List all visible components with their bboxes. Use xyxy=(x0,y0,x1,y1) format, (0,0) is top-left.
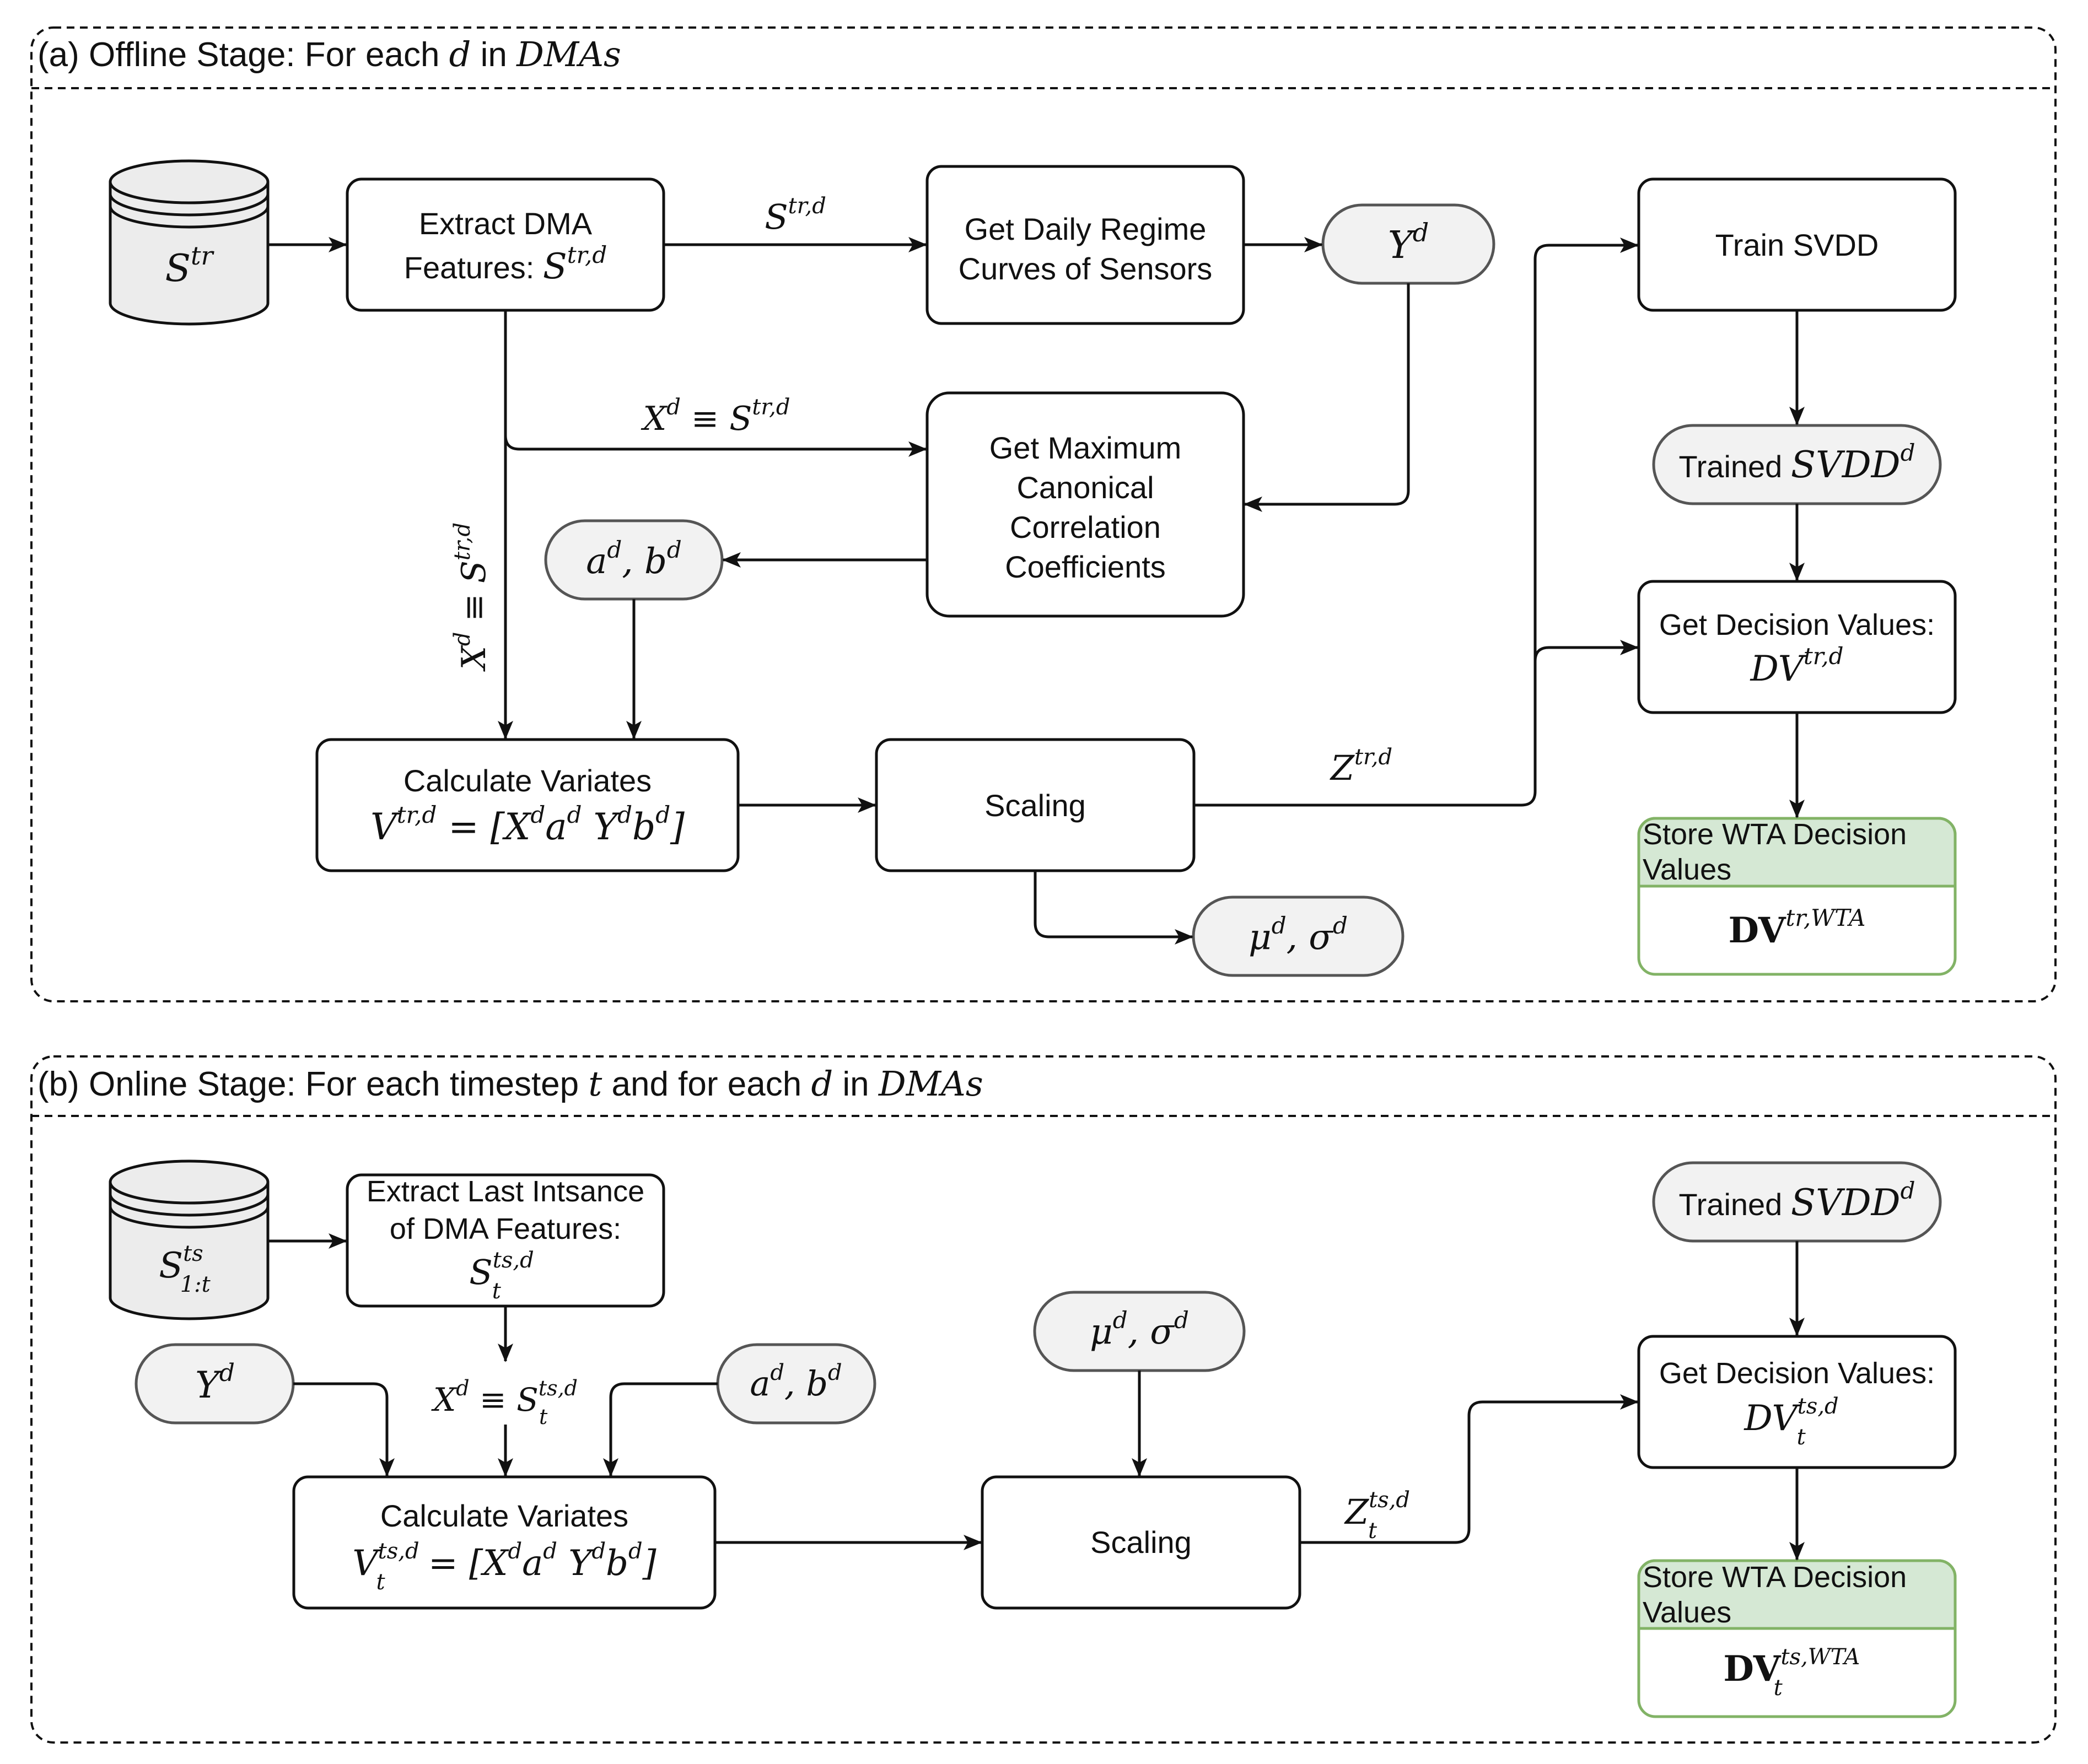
edge-y-to-cca xyxy=(1244,283,1410,512)
store-wta-box: Store WTA Decision Values DVtr,WTA xyxy=(1637,817,1957,976)
mu-sigma-pill xyxy=(1192,896,1404,977)
extract-last-line2: of DMA Features: xyxy=(390,1212,621,1245)
train-svdd-label: Train SVDD xyxy=(1715,228,1879,262)
edge-z-label: Ztr,d xyxy=(1330,745,1392,788)
extract-features-line2: Features: Str,d xyxy=(404,241,607,287)
online-mu-sigma-label: μd, σd xyxy=(1090,1307,1189,1352)
variates-box xyxy=(315,738,740,872)
edge-s-label: Str,d xyxy=(765,193,826,237)
cca-line2: Canonical xyxy=(1016,470,1154,505)
online-trained-svdd-label: Trained SVDDd xyxy=(1679,1177,1915,1224)
extract-last-line1: Extract Last Intsance xyxy=(367,1175,644,1208)
trained-svdd-label: Trained SVDDd xyxy=(1679,439,1915,486)
cca-line1: Get Maximum xyxy=(989,430,1182,465)
edge-scaling-to-train xyxy=(1194,238,1639,807)
online-edge-y-to-variates xyxy=(293,1382,395,1477)
decision-values-box xyxy=(1637,580,1957,714)
decision-values-line1: Get Decision Values: xyxy=(1659,608,1935,641)
extract-features-box xyxy=(346,177,665,312)
edge-x-label: Xd ≡ Str,d xyxy=(641,395,790,438)
store-wta-line1: Store WTA Decision xyxy=(1643,818,1907,851)
store-wta-line2: Values xyxy=(1643,853,1731,886)
edge-scaling-to-decision xyxy=(1533,640,1639,662)
online-variates-box xyxy=(292,1475,717,1610)
mu-sigma-pill-label: μd, σd xyxy=(1249,912,1348,958)
online-edge-scaling-to-decision xyxy=(1300,1394,1639,1544)
variates-line1: Calculate Variates xyxy=(403,763,652,798)
store-wta-formula: DVtr,WTA xyxy=(1729,904,1866,951)
edge-scaling-to-mu xyxy=(1034,871,1193,945)
online-decision-line1: Get Decision Values: xyxy=(1659,1357,1935,1390)
online-header: (b) Online Stage: For each timestep t an… xyxy=(37,1064,983,1104)
ab-pill-label: ad, bd xyxy=(586,536,682,582)
extract-features-line1: Extract DMA xyxy=(419,206,593,241)
offline-stage: (a) Offline Stage: For each d in DMAs St… xyxy=(30,26,2057,1002)
online-frame xyxy=(30,1055,2057,1744)
offline-header: (a) Offline Stage: For each d in DMAs xyxy=(37,34,621,74)
online-ab-label: ad, bd xyxy=(750,1360,842,1404)
scaling-label: Scaling xyxy=(984,788,1086,823)
training-database-icon: Str xyxy=(109,159,270,326)
online-variates-line1: Calculate Variates xyxy=(380,1498,628,1533)
online-store-line1: Store WTA Decision xyxy=(1643,1561,1907,1594)
online-store-line2: Values xyxy=(1643,1596,1731,1629)
cca-line4: Coefficients xyxy=(1005,549,1166,584)
online-stage: (b) Online Stage: For each timestep t an… xyxy=(30,1055,2057,1744)
edge-x-vertical-label: Xd ≡ Str,d xyxy=(450,522,493,672)
daily-regime-line1: Get Daily Regime xyxy=(965,212,1207,246)
online-scaling-label: Scaling xyxy=(1090,1525,1192,1560)
online-edge-ab-to-variates xyxy=(603,1382,718,1477)
cca-line3: Correlation xyxy=(1010,510,1161,544)
offline-frame xyxy=(30,26,2057,1002)
daily-regime-line2: Curves of Sensors xyxy=(959,251,1213,286)
